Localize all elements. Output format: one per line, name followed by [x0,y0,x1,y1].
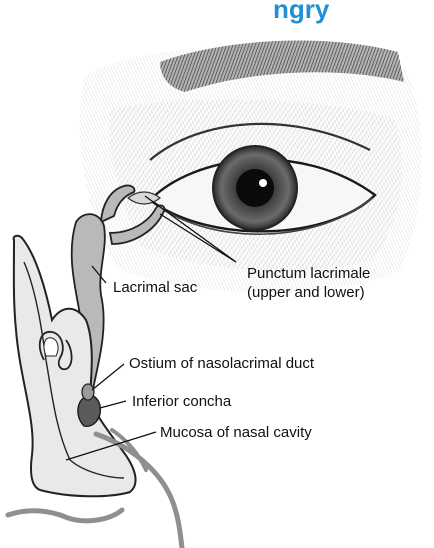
eye-illustration [80,41,422,293]
pupil-highlight [259,179,267,187]
label-inferior-concha: Inferior concha [132,393,232,410]
label-ostium-nasolacrimal-duct: Ostium of nasolacrimal duct [129,355,315,372]
ostium-nasolacrimal-duct [82,384,94,400]
label-punctum-upper-lower: (upper and lower) [247,284,365,301]
label-lacrimal-sac: Lacrimal sac [113,279,198,296]
title-fragment: ngry [273,0,330,24]
leader-inferior-concha [100,401,126,408]
middle-concha-fill [44,338,58,356]
mucosa-strand-lower [8,510,122,521]
label-mucosa-nasal-cavity: Mucosa of nasal cavity [160,424,312,441]
pupil [236,169,274,207]
label-punctum-lacrimale: Punctum lacrimale [247,265,370,282]
